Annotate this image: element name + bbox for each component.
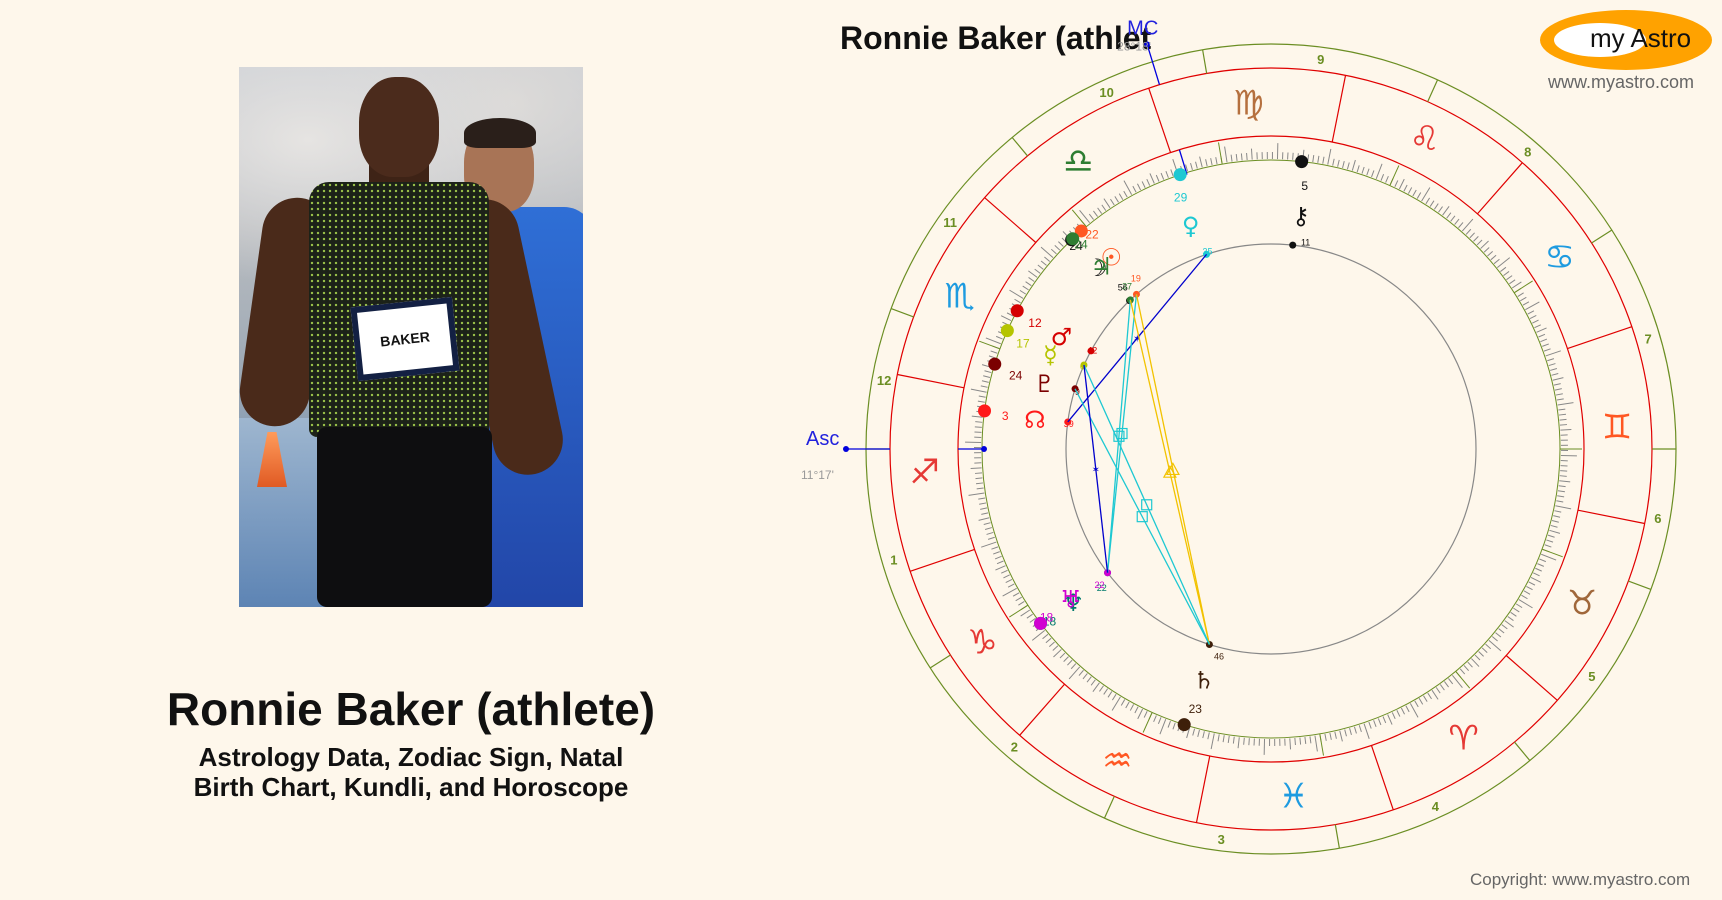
planet-minutes: 19 bbox=[1131, 274, 1141, 284]
mercury-marker[interactable] bbox=[1000, 324, 1014, 338]
chart-title: Ronnie Baker (athlet bbox=[840, 20, 1152, 56]
planet-degree: 12 bbox=[1028, 316, 1042, 330]
aspect-line bbox=[1083, 364, 1211, 645]
sign-ring-inner bbox=[957, 135, 1585, 763]
aspect-line bbox=[1106, 299, 1132, 573]
house-number: 4 bbox=[1432, 799, 1440, 814]
planet-degree: 18 bbox=[1040, 610, 1054, 624]
pluto-marker[interactable] bbox=[988, 357, 1002, 371]
planet-minutes: 46 bbox=[1214, 651, 1224, 661]
athlete-photo: BAKER bbox=[239, 67, 583, 607]
pluto-icon[interactable]: ♇ bbox=[1034, 370, 1056, 398]
uranus-marker[interactable] bbox=[1034, 616, 1048, 630]
moon-icon[interactable]: ☽ bbox=[1086, 254, 1108, 282]
planet-degree: 23 bbox=[1189, 702, 1203, 716]
virgo-sign-icon: ♍ bbox=[1233, 84, 1263, 124]
venus-icon[interactable]: ♀ bbox=[1182, 212, 1200, 240]
chiron-icon[interactable]: ⚷ bbox=[1292, 202, 1310, 230]
mercury-icon[interactable]: ☿ bbox=[1043, 341, 1058, 369]
taurus-sign-icon: ♉ bbox=[1567, 584, 1597, 624]
house-number: 3 bbox=[1218, 832, 1225, 847]
house-number: 11 bbox=[943, 215, 957, 230]
planet-minutes: 22 bbox=[1094, 580, 1104, 590]
house-number: 8 bbox=[1524, 144, 1531, 159]
north-node-icon[interactable]: ☊ bbox=[1024, 406, 1045, 434]
house-number: 5 bbox=[1588, 669, 1595, 684]
north-node-marker[interactable] bbox=[978, 404, 992, 418]
subtitle-line-2: Birth Chart, Kundli, and Horoscope bbox=[193, 772, 629, 802]
aquarius-sign-icon: ♒ bbox=[1102, 741, 1132, 781]
chiron-marker[interactable] bbox=[1295, 155, 1309, 169]
svg-text:✶: ✶ bbox=[1092, 465, 1100, 476]
planet-degree: 17 bbox=[1016, 336, 1030, 350]
planet-minutes: 11 bbox=[1301, 238, 1310, 248]
mc-label: MC bbox=[1127, 18, 1158, 40]
logo-url[interactable]: www.myastro.com bbox=[1548, 72, 1695, 92]
myastro-logo[interactable]: my Astro bbox=[1540, 10, 1712, 70]
neptune-icon[interactable]: ♆ bbox=[1062, 589, 1084, 617]
aspect-line bbox=[1083, 364, 1109, 573]
jupiter-icon[interactable]: ♃ bbox=[1091, 252, 1113, 280]
planet-degree: 24 bbox=[1009, 368, 1023, 382]
house-number: 6 bbox=[1654, 511, 1661, 526]
asc-label: Asc bbox=[806, 428, 839, 450]
sun-icon[interactable]: ☉ bbox=[1100, 244, 1122, 272]
planet-degree: 22 bbox=[1085, 228, 1099, 242]
subtitle-line-1: Astrology Data, Zodiac Sign, Natal bbox=[198, 742, 624, 772]
mars-icon[interactable]: ♂ bbox=[1051, 323, 1073, 351]
mars-marker[interactable] bbox=[1010, 304, 1024, 318]
profile-subtitle: Astrology Data, Zodiac Sign, Natal Birth… bbox=[0, 742, 822, 802]
gemini-sign-icon: ♊ bbox=[1602, 407, 1632, 447]
planet-minutes: 6 bbox=[1080, 361, 1085, 371]
saturn-icon[interactable]: ♄ bbox=[1193, 666, 1215, 694]
svg-text:✶: ✶ bbox=[1133, 334, 1141, 345]
house-number: 12 bbox=[877, 373, 891, 388]
logo-text: my Astro bbox=[1590, 23, 1692, 53]
mc-degree: 28°18' bbox=[1117, 40, 1151, 54]
photo-main-runner: BAKER bbox=[239, 77, 570, 607]
pisces-sign-icon: ♓ bbox=[1278, 776, 1308, 816]
asc-degree: 11°17' bbox=[801, 468, 834, 482]
house-number: 1 bbox=[890, 553, 897, 568]
house-number: 7 bbox=[1644, 331, 1651, 346]
planet-degree: 5 bbox=[1301, 179, 1308, 193]
house-number: 9 bbox=[1317, 52, 1324, 67]
planet-minutes: 37 bbox=[1122, 281, 1132, 291]
aspect-line bbox=[1106, 294, 1138, 573]
libra-sign-icon: ♎ bbox=[1063, 141, 1093, 181]
jupiter-marker[interactable] bbox=[1066, 232, 1080, 246]
leo-sign-icon: ♌ bbox=[1409, 119, 1439, 159]
planet-degree: 3 bbox=[1002, 409, 1009, 423]
venus-marker[interactable] bbox=[1173, 168, 1187, 182]
aspect-line bbox=[1067, 253, 1208, 423]
planet-minutes: 35 bbox=[1202, 246, 1212, 256]
uranus-icon[interactable]: ♅ bbox=[1060, 585, 1082, 613]
sagittarius-sign-icon: ♐ bbox=[909, 453, 939, 493]
aspect-line bbox=[1135, 294, 1211, 645]
capricorn-sign-icon: ♑ bbox=[967, 623, 997, 663]
planet-minutes: 22 bbox=[1097, 583, 1107, 593]
sign-ring-outer bbox=[889, 67, 1653, 831]
planet-minutes: 39 bbox=[1064, 419, 1074, 429]
cancer-sign-icon: ♋ bbox=[1544, 237, 1574, 277]
planet-degree: 24 bbox=[1074, 237, 1088, 251]
house-number: 2 bbox=[1011, 740, 1018, 755]
planet-degree: 29 bbox=[1174, 191, 1188, 205]
aspect-line bbox=[1129, 299, 1211, 645]
aspect-line bbox=[1074, 388, 1210, 645]
saturn-marker[interactable] bbox=[1177, 718, 1191, 732]
house-number: 10 bbox=[1099, 85, 1113, 100]
planet-minutes: 56 bbox=[1118, 283, 1128, 293]
aspect-circle bbox=[1065, 243, 1477, 655]
sun-marker[interactable] bbox=[1074, 224, 1088, 238]
profile-name: Ronnie Baker (athlete) bbox=[166, 683, 656, 735]
outer-ring bbox=[865, 43, 1677, 855]
planet-minutes: 42 bbox=[1087, 346, 1097, 356]
aries-sign-icon: ♈ bbox=[1448, 719, 1478, 759]
scorpio-sign-icon: ♏ bbox=[945, 276, 975, 316]
copyright: Copyright: www.myastro.com bbox=[1470, 870, 1691, 889]
